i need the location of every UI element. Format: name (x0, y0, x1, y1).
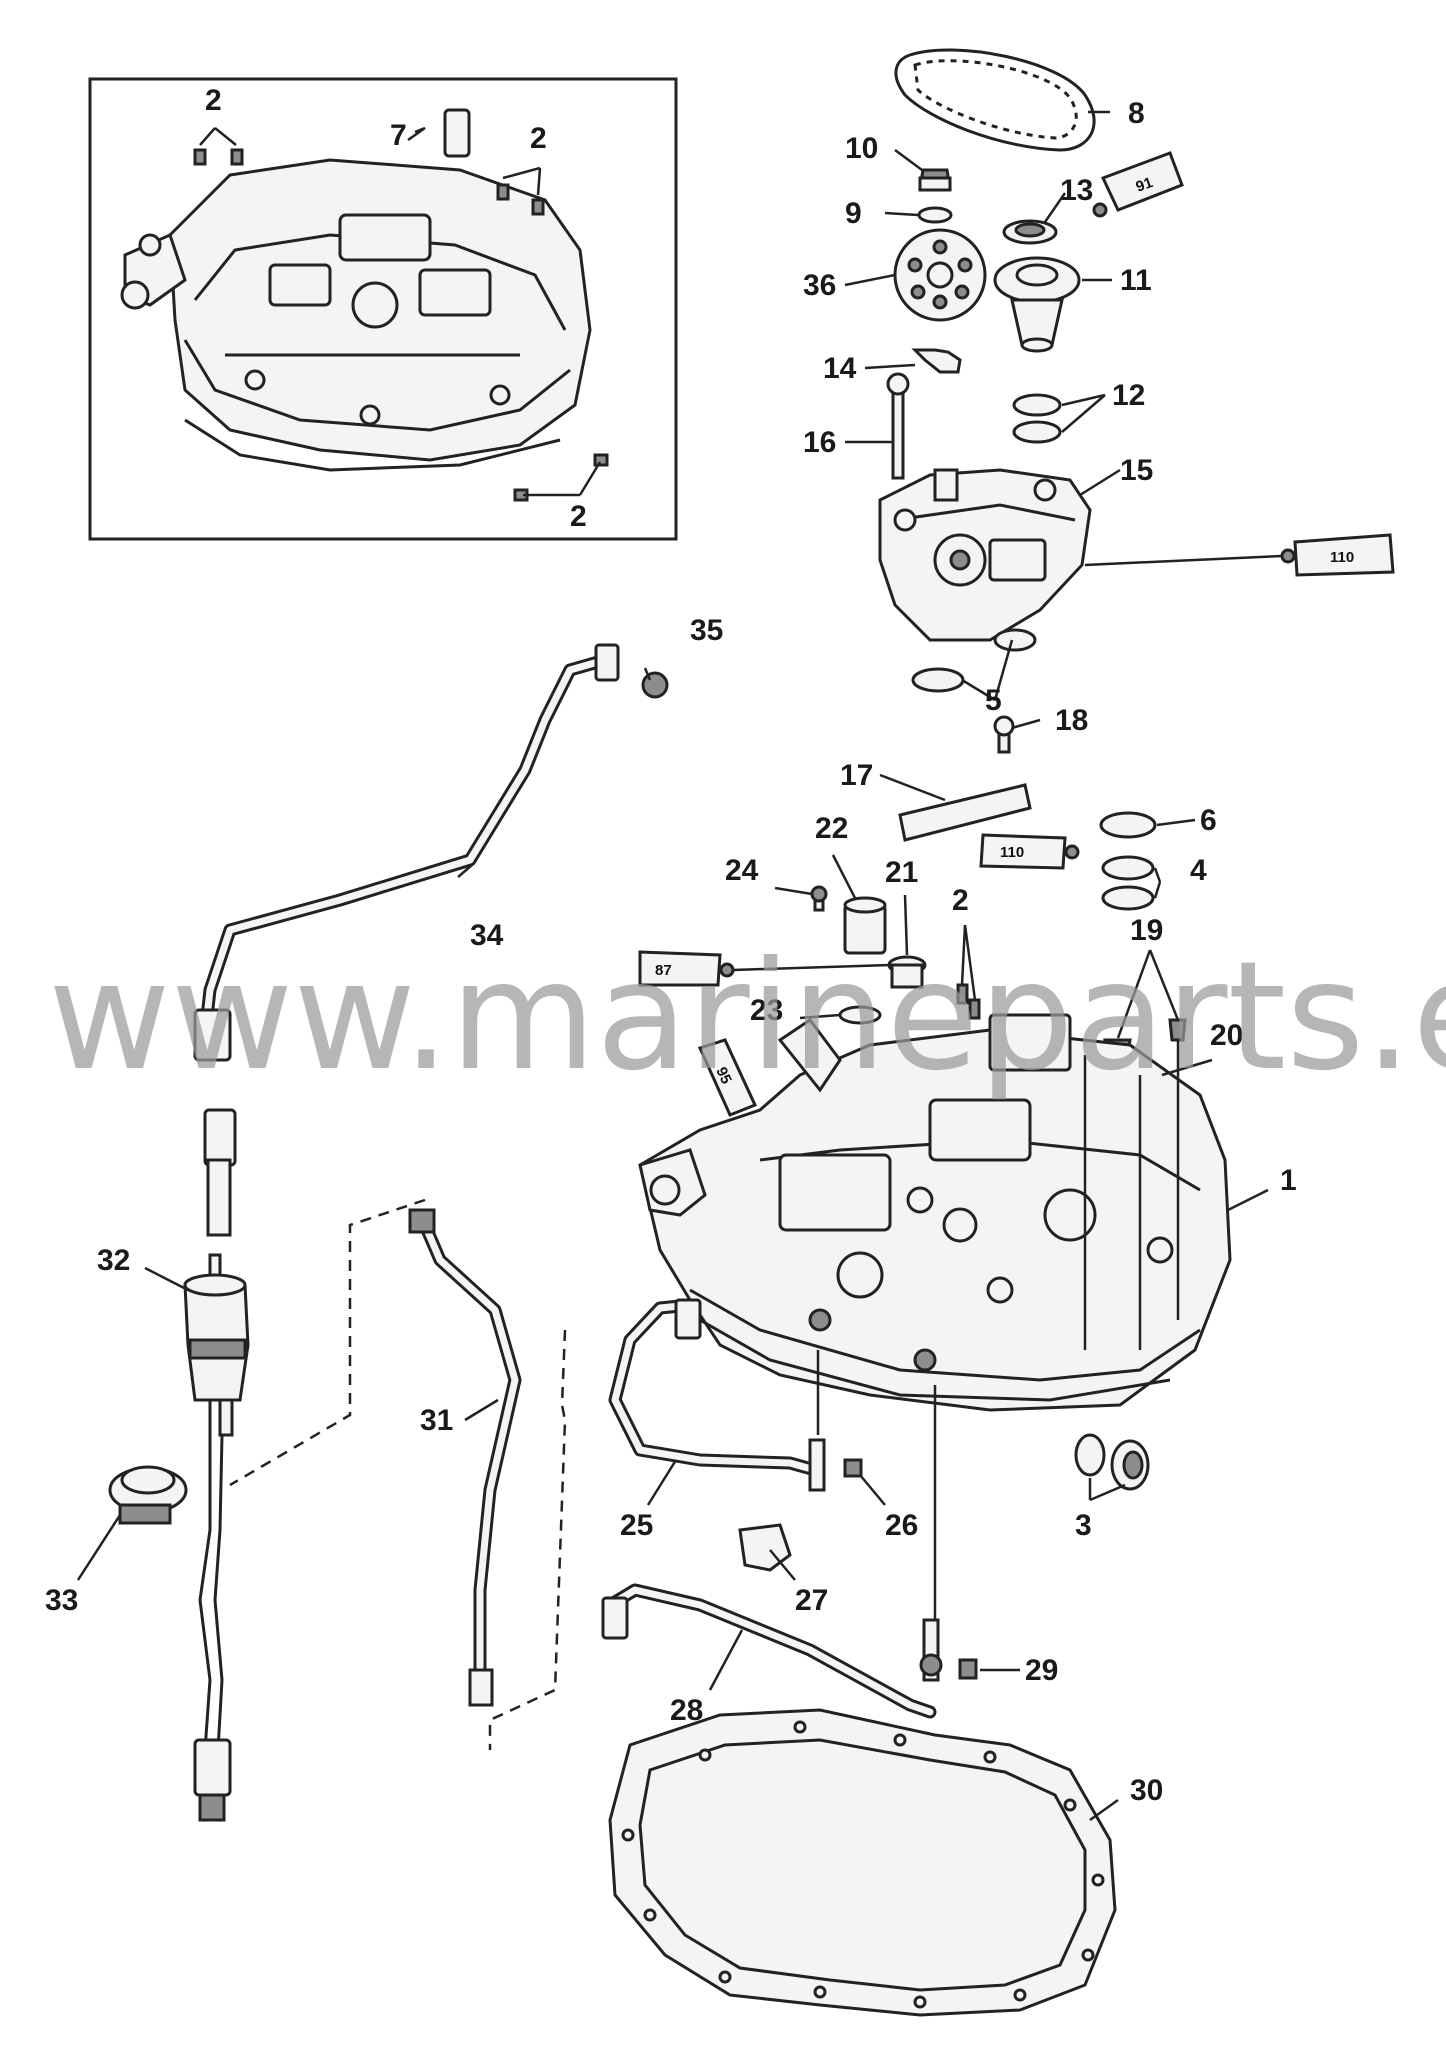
callout-34: 34 (470, 919, 504, 952)
sealant-tube-87: 87 (638, 950, 735, 987)
callout-inset-7: 7 (390, 119, 407, 152)
callout-5: 5 (985, 684, 1002, 717)
callout-36: 36 (803, 269, 836, 302)
callout-21: 21 (885, 856, 918, 889)
callout-31: 31 (420, 1404, 453, 1437)
callout-24: 24 (725, 854, 759, 887)
callout-35: 35 (690, 614, 723, 647)
callout-30: 30 (1130, 1774, 1163, 1807)
inset-part-7-sleeve (443, 108, 471, 158)
callout-25: 25 (620, 1509, 653, 1542)
tube-91-label: 91 (1134, 174, 1155, 196)
callout-2: 2 (952, 884, 969, 917)
dashed-reference-lines (229, 1198, 567, 1750)
callout-14: 14 (823, 352, 857, 385)
callout-29: 29 (1025, 1654, 1058, 1687)
oil-pump-housing-15 (878, 468, 1092, 642)
callout-13: 13 (1060, 174, 1093, 207)
plate-17 (898, 783, 1032, 842)
sealant-tube-91: 91 (1092, 151, 1184, 218)
sprocket-36 (893, 228, 987, 322)
sealant-tube-110-a: 110 (1280, 533, 1395, 577)
callout-17: 17 (840, 759, 873, 792)
callout-10: 10 (845, 132, 878, 165)
callout-33: 33 (45, 1584, 78, 1617)
callout-4: 4 (1190, 854, 1207, 887)
gasket-30 (608, 1708, 1117, 2017)
sealant-tube-110-b: 110 (979, 833, 1080, 870)
sealant-tube-95: 95 (697, 1038, 758, 1117)
hose-28 (601, 1583, 943, 1719)
watermark-text: www.marineparts.eu (48, 930, 1446, 1104)
callout-1: 1 (1280, 1164, 1297, 1197)
cap-35 (641, 671, 669, 699)
callout-18: 18 (1055, 704, 1088, 737)
callout-22: 22 (815, 812, 848, 845)
sensor-harness-34 (193, 643, 669, 1237)
callout-19: 19 (1130, 914, 1163, 947)
tube-110-a-label: 110 (1330, 549, 1354, 566)
callout-labels: 2 2 2 7 8 10 9 13 36 11 14 12 16 15 35 5… (45, 84, 1297, 1807)
drive-chain-8 (894, 48, 1096, 152)
callout-20: 20 (1210, 1019, 1243, 1052)
fuel-filter-32 (183, 1253, 250, 1822)
callout-3: 3 (1075, 1509, 1092, 1542)
callout-9: 9 (845, 197, 862, 230)
callout-inset-2b: 2 (530, 122, 547, 155)
callout-12: 12 (1112, 379, 1145, 412)
pump-drive-cluster: 91 110 (878, 48, 1395, 693)
callout-11: 11 (1120, 264, 1152, 297)
gear-11 (993, 256, 1081, 353)
callout-8: 8 (1128, 97, 1145, 130)
callout-23: 23 (750, 994, 783, 1027)
callout-leaders (76, 110, 1269, 1822)
tube-110-b-label: 110 (1000, 844, 1024, 861)
callout-16: 16 (803, 426, 836, 459)
callout-27: 27 (795, 1584, 828, 1617)
inset-detail-box (88, 77, 678, 541)
callout-15: 15 (1120, 454, 1153, 487)
callout-32: 32 (97, 1244, 130, 1277)
inset-adaptor-plate-illustration (120, 108, 609, 502)
callout-6: 6 (1200, 804, 1217, 837)
tube-87-label: 87 (655, 962, 672, 979)
callout-28: 28 (670, 1694, 703, 1727)
callout-inset-2a: 2 (205, 84, 222, 117)
hose-31 (408, 1208, 522, 1707)
callout-inset-2c: 2 (570, 500, 587, 533)
hose-25 (608, 1298, 826, 1492)
tube-95-label: 95 (712, 1065, 734, 1087)
clamp-33 (108, 1465, 188, 1525)
callout-26: 26 (885, 1509, 918, 1542)
